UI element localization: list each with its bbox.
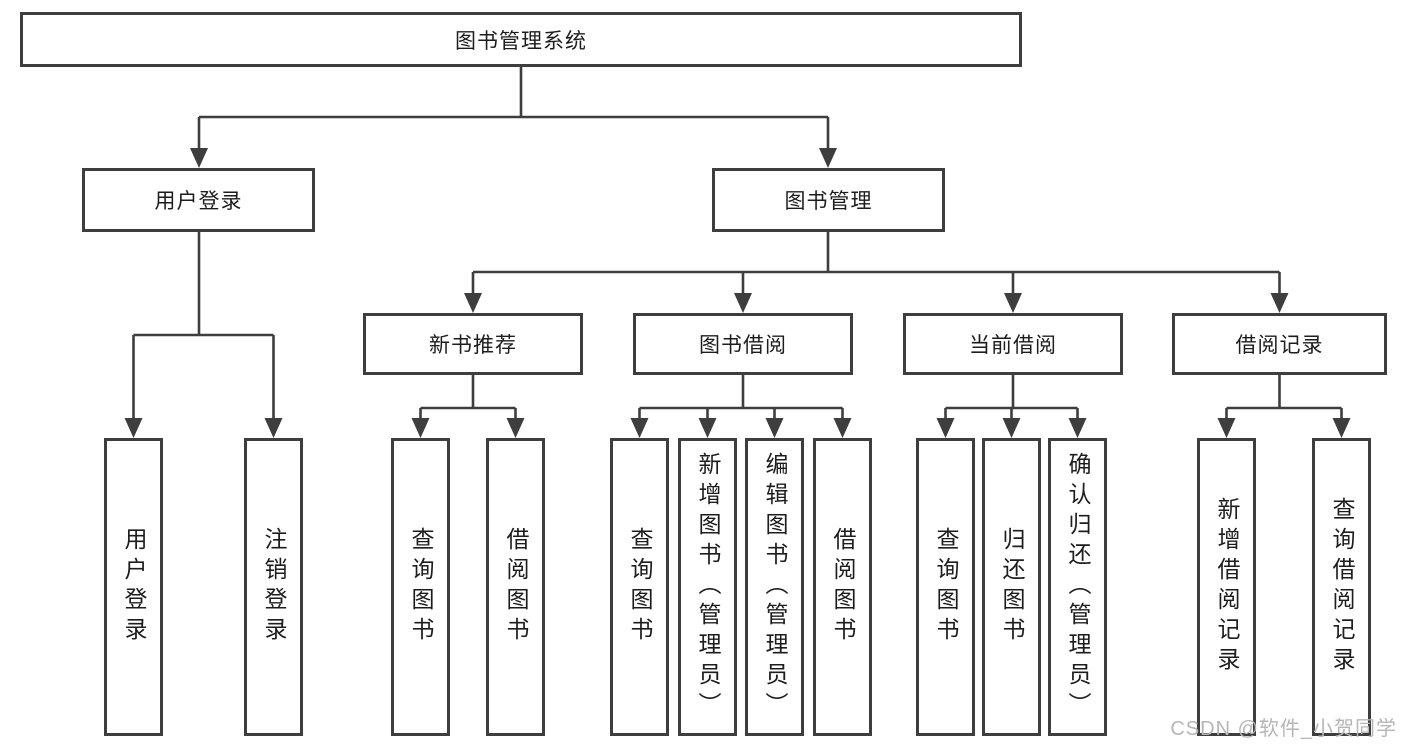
node-new-book-recommend-label: 新书推荐 <box>429 334 517 357</box>
leaf-recommend-borrow-books-label: 借阅图书 <box>503 527 529 647</box>
leaf-return-books: 归还图书 <box>982 438 1041 736</box>
node-user-login: 用户登录 <box>82 168 315 232</box>
leaf-edit-books-admin-label: 编辑图书（管理员） <box>762 452 788 722</box>
leaf-add-borrow-record: 新增借阅记录 <box>1197 438 1256 736</box>
node-book-management: 图书管理 <box>712 168 945 232</box>
leaf-confirm-return-admin-label: 确认归还（管理员） <box>1065 452 1091 722</box>
node-current-borrow-label: 当前借阅 <box>969 334 1057 357</box>
leaf-query-borrow-record: 查询借阅记录 <box>1312 438 1371 736</box>
leaf-borrow-books-label: 借阅图书 <box>830 527 856 647</box>
node-borrow-records: 借阅记录 <box>1172 313 1387 375</box>
leaf-user-login: 用户登录 <box>104 438 163 736</box>
leaf-add-books-admin-label: 新增图书（管理员） <box>695 452 721 722</box>
node-user-login-label: 用户登录 <box>154 190 243 213</box>
leaf-current-query-books-label: 查询图书 <box>933 527 959 647</box>
leaf-borrow-query-books-label: 查询图书 <box>627 527 653 647</box>
leaf-add-books-admin: 新增图书（管理员） <box>678 438 737 736</box>
leaf-current-query-books: 查询图书 <box>916 438 975 736</box>
leaf-add-borrow-record-label: 新增借阅记录 <box>1214 497 1240 677</box>
leaf-logout: 注销登录 <box>244 438 303 736</box>
leaf-recommend-borrow-books: 借阅图书 <box>486 438 545 736</box>
leaf-recommend-query-books-label: 查询图书 <box>408 527 434 647</box>
leaf-return-books-label: 归还图书 <box>999 527 1025 647</box>
node-new-book-recommend: 新书推荐 <box>363 313 583 375</box>
leaf-logout-label: 注销登录 <box>261 527 287 647</box>
leaf-recommend-query-books: 查询图书 <box>391 438 450 736</box>
leaf-edit-books-admin: 编辑图书（管理员） <box>745 438 804 736</box>
csdn-watermark: CSDN @软件_小贺同学 <box>1170 718 1397 740</box>
leaf-user-login-label: 用户登录 <box>121 527 147 647</box>
leaf-confirm-return-admin: 确认归还（管理员） <box>1048 438 1107 736</box>
leaf-borrow-query-books: 查询图书 <box>610 438 669 736</box>
leaf-borrow-books: 借阅图书 <box>813 438 872 736</box>
node-book-management-label: 图书管理 <box>784 190 873 213</box>
node-root-label: 图书管理系统 <box>455 29 587 53</box>
node-current-borrow: 当前借阅 <box>903 313 1123 375</box>
node-root: 图书管理系统 <box>20 12 1022 67</box>
node-borrow-records-label: 借阅记录 <box>1235 334 1324 357</box>
leaf-query-borrow-record-label: 查询借阅记录 <box>1329 497 1355 677</box>
node-book-borrow: 图书借阅 <box>633 313 853 375</box>
node-book-borrow-label: 图书借阅 <box>699 334 787 357</box>
